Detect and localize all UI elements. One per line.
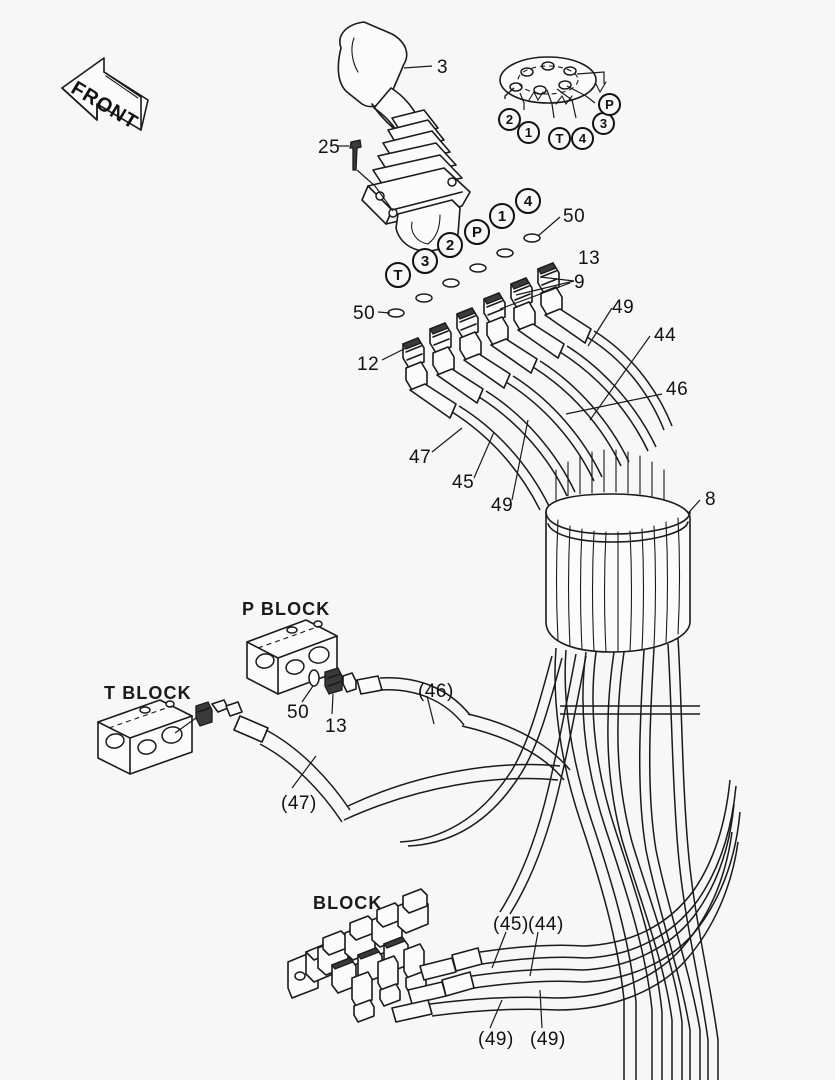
- port-key-label-1: 1: [517, 121, 540, 144]
- callout-25: 25: [318, 137, 341, 158]
- hose-sleeve-art: [545, 449, 691, 653]
- front-arrow-art: [61, 57, 149, 131]
- fitting-stack-2: [442, 278, 603, 482]
- callout-45-paren: (45): [493, 914, 529, 935]
- callout-49-upper: 49: [612, 297, 635, 318]
- callout-49-paren-a: (49): [478, 1029, 514, 1050]
- callout-45: 45: [452, 472, 475, 493]
- upper-leaders: [377, 65, 701, 541]
- callout-50-top: 50: [563, 206, 586, 227]
- port-callout-t: T: [385, 262, 411, 288]
- p-block-art: [246, 619, 471, 726]
- callout-46-paren: (46): [418, 681, 454, 702]
- callout-46: 46: [666, 379, 689, 400]
- joystick-art: [337, 21, 471, 252]
- callout-13-pblock: 13: [325, 716, 348, 737]
- callout-50-pblock: 50: [287, 702, 310, 723]
- callout-9: 9: [574, 272, 586, 293]
- port-key-art: [499, 56, 607, 119]
- callout-3: 3: [437, 57, 449, 78]
- callout-12: 12: [357, 354, 380, 375]
- callout-8: 8: [705, 489, 717, 510]
- port-key-label-4: 4: [571, 127, 594, 150]
- valve-block-art: [287, 779, 741, 1029]
- bolt-25-art: [337, 139, 394, 212]
- callout-49-mid: 49: [491, 495, 514, 516]
- t-block-art: [97, 699, 351, 823]
- callout-44: 44: [654, 325, 677, 346]
- p-block-title: P BLOCK: [242, 599, 331, 619]
- t-block-title: T BLOCK: [104, 683, 192, 703]
- hose-46-run: [461, 713, 571, 781]
- hose-run-lower: [554, 637, 719, 1080]
- hose-branch-mid: [560, 705, 700, 715]
- port-callout-1: 1: [489, 203, 515, 229]
- callout-47-paren: (47): [281, 793, 317, 814]
- port-callout-2: 2: [437, 232, 463, 258]
- fitting-stack-P: [469, 263, 630, 467]
- port-callout-4: 4: [515, 188, 541, 214]
- callout-49-paren-b: (49): [530, 1029, 566, 1050]
- port-key-label-2: 2: [498, 108, 521, 131]
- port-key-label-p: P: [598, 93, 621, 116]
- hose-run-crossing: [399, 653, 587, 915]
- callout-47: 47: [409, 447, 432, 468]
- port-callout-p: P: [464, 219, 490, 245]
- callout-50-left: 50: [353, 303, 376, 324]
- fitting-stack-1: [496, 248, 657, 452]
- callout-13-top: 13: [578, 248, 601, 269]
- port-key-label-t: T: [548, 127, 571, 150]
- fitting-stack-3: [415, 293, 576, 497]
- hose-47-run: [291, 755, 561, 821]
- callout-44-paren: (44): [528, 914, 564, 935]
- block-title: BLOCK: [313, 893, 383, 913]
- port-callout-3: 3: [412, 248, 438, 274]
- fitting-stack-T: [387, 308, 550, 511]
